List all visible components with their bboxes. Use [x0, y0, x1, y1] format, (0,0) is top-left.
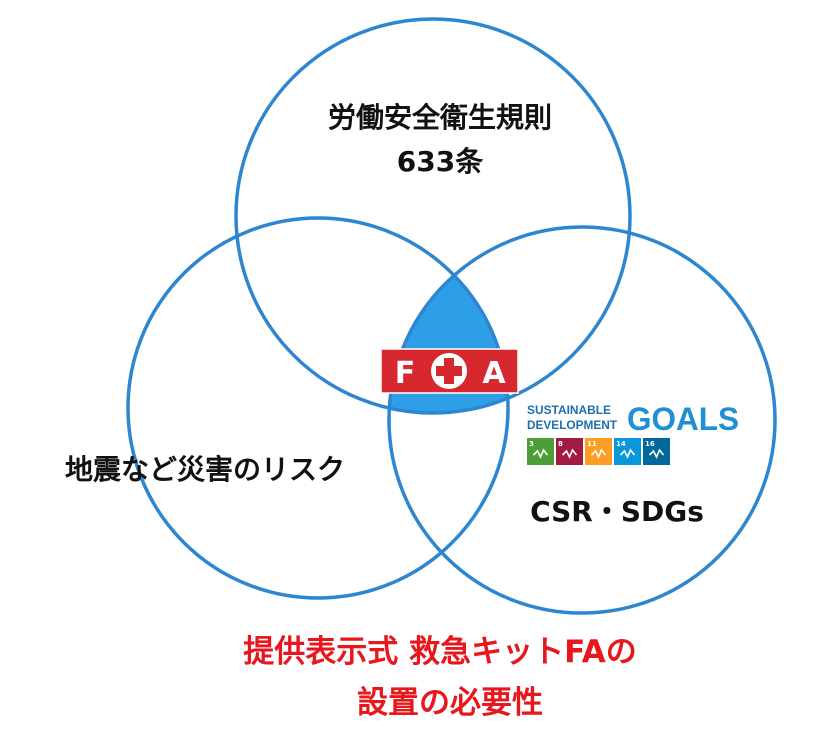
sdg-word-goals: GOALS: [627, 401, 739, 437]
sdg-tile-number: 16: [645, 440, 655, 448]
right-circle-label: CSR・SDGs: [530, 495, 704, 528]
sdg-tile: 16: [643, 438, 670, 465]
sdg-tile: 3: [527, 438, 554, 465]
heartbeat-icon: [532, 448, 549, 459]
fa-badge: F A: [380, 348, 519, 394]
top-circle-label-line2: 633条: [397, 145, 483, 178]
fish-icon: [619, 448, 636, 459]
circle-left: [126, 216, 510, 600]
sdg-tiles: 3 8 11 14 16: [527, 438, 670, 465]
circle-right: [387, 225, 777, 615]
circle-top: [234, 17, 632, 415]
sdg-tile: 11: [585, 438, 612, 465]
sdg-tile: 8: [556, 438, 583, 465]
left-circle-label: 地震など災害のリスク: [65, 453, 345, 486]
first-aid-cross-icon: [431, 353, 467, 389]
sdg-tile-number: 11: [587, 440, 597, 448]
caption-line1: 提供表示式 救急キットFAの: [243, 634, 636, 670]
sdg-word-sustainable: SUSTAINABLE: [527, 403, 611, 417]
sdg-tile-number: 14: [616, 440, 626, 448]
dove-icon: [648, 448, 665, 459]
top-circle-label-line1: 労働安全衛生規則: [328, 101, 552, 134]
sdg-word-development: DEVELOPMENT: [527, 418, 618, 432]
city-icon: [590, 448, 607, 459]
caption-line2: 設置の必要性: [357, 685, 543, 721]
growth-chart-icon: [561, 448, 578, 459]
sdg-logo: SUSTAINABLE DEVELOPMENT GOALS 3 8 11 14 16: [527, 401, 739, 465]
fa-badge-letter-f: F: [395, 356, 416, 391]
sdg-tile: 14: [614, 438, 641, 465]
sdg-tile-number: 3: [529, 440, 534, 448]
fa-badge-letter-a: A: [482, 356, 506, 391]
sdg-tile-number: 8: [558, 440, 563, 448]
